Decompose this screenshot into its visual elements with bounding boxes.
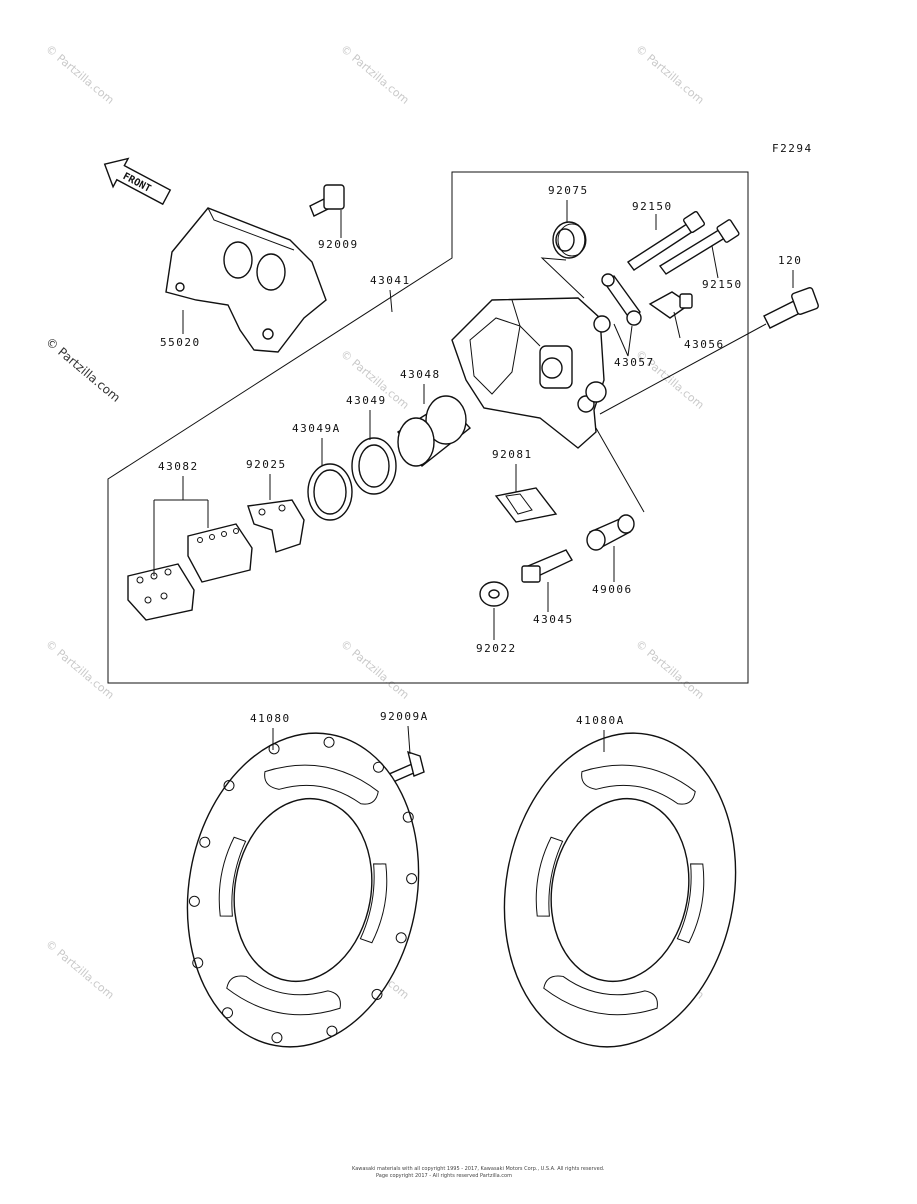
boot (552, 221, 587, 259)
label-92025: 92025 (246, 458, 287, 471)
watermark: © Partzilla.com (43, 42, 116, 107)
caliper-assembly-frame (107, 171, 749, 684)
brake-pad (127, 563, 195, 621)
watermark: © Partzilla.com (633, 637, 706, 702)
watermark: © Partzilla.com (43, 937, 116, 1002)
label-41080a: 41080A (576, 714, 625, 727)
label-43048: 43048 (400, 368, 441, 381)
label-43049: 43049 (346, 394, 387, 407)
label-92075: 92075 (548, 184, 589, 197)
watermark-prominent: © Partzilla.com (43, 335, 123, 405)
label-43056: 43056 (684, 338, 725, 351)
front-arrow-icon: FRONT (103, 157, 172, 206)
watermark: © Partzilla.com (338, 42, 411, 107)
leader-lines (153, 200, 794, 755)
caliper-body (451, 297, 611, 449)
label-92081: 92081 (492, 448, 533, 461)
spring (494, 487, 558, 523)
footer-page-copyright: Page copyright 2017 - All rights reserve… (376, 1173, 512, 1179)
brake-pad (187, 523, 253, 583)
label-43082: 43082 (158, 460, 199, 473)
pad-spring (247, 499, 305, 553)
part-labels: 92009 55020 43041 92075 92150 92150 120 … (158, 184, 802, 727)
label-43041: 43041 (370, 274, 411, 287)
label-92009a: 92009A (380, 710, 429, 723)
bracket-bolt (309, 184, 345, 217)
label-41080: 41080 (250, 712, 291, 725)
label-43045: 43045 (533, 613, 574, 626)
label-92009: 92009 (318, 238, 359, 251)
footer-copyright: Kawasaki materials with all copyright 19… (352, 1166, 605, 1172)
label-92022: 92022 (476, 642, 517, 655)
label-120: 120 (778, 254, 802, 267)
label-49006: 49006 (592, 583, 633, 596)
label-43057: 43057 (614, 356, 655, 369)
label-55020: 55020 (160, 336, 201, 349)
pad-pin (626, 211, 705, 271)
figure-code: F2294 (772, 142, 813, 155)
watermark: © Partzilla.com (633, 42, 706, 107)
caliper-pin (521, 549, 573, 583)
pad-pin (658, 219, 740, 275)
label-92150-right: 92150 (702, 278, 743, 291)
piston (397, 395, 472, 468)
brake-disc (186, 732, 420, 1048)
dust-seal (307, 463, 353, 521)
bleeder-valve (648, 291, 693, 319)
watermark: © Partzilla.com (338, 637, 411, 702)
washer (479, 581, 509, 607)
piston-seal (351, 437, 397, 495)
label-92150-top: 92150 (632, 200, 673, 213)
caliper-bolt (763, 287, 819, 329)
boot-pin (586, 514, 635, 551)
bleeder-cap (601, 273, 642, 326)
brake-disc-alt (503, 732, 737, 1048)
watermark: © Partzilla.com (43, 637, 116, 702)
label-43049a: 43049A (292, 422, 341, 435)
caliper-bracket (165, 207, 327, 353)
